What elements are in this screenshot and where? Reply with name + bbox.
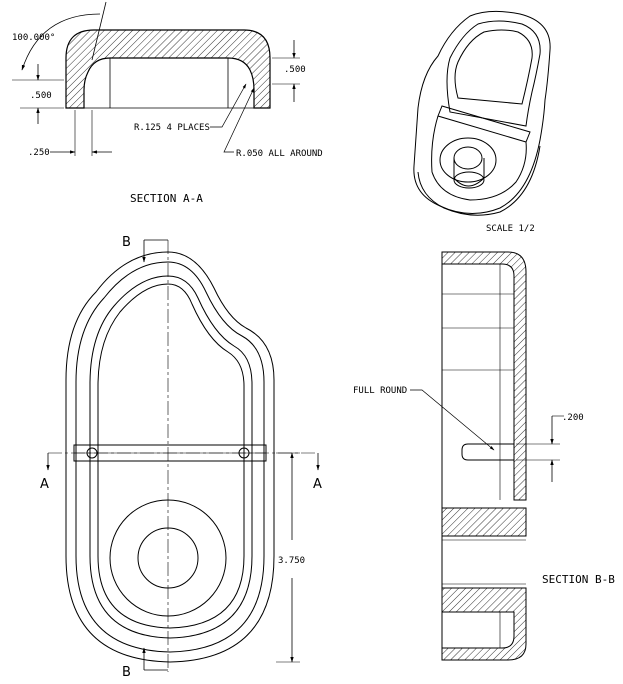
isometric-view [413, 10, 551, 216]
plan-view [65, 251, 275, 663]
cut-b-top-label: B [122, 235, 131, 250]
angle-dimension-label: 100.000° [12, 33, 55, 43]
wall-thickness-dimension-label: .250 [28, 148, 50, 158]
cut-b-bottom-label: B [122, 665, 131, 680]
top-thickness-dimension-label: .500 [284, 65, 306, 75]
radius-note-label: R.125 4 PLACES [134, 123, 210, 133]
cut-a-left-label: A [40, 477, 49, 492]
section-bb-view: FULL ROUND .200 SECTION B-B [353, 251, 615, 661]
fillet-note-label: R.050 ALL AROUND [236, 149, 323, 159]
iso-scale-label: SCALE 1/2 [486, 224, 535, 234]
section-aa-title: SECTION A-A [130, 192, 203, 205]
section-bb-title: SECTION B-B [542, 573, 615, 586]
cut-a-right-label: A [313, 477, 322, 492]
section-aa-body [65, 29, 271, 109]
section-aa-view: 100.000° .500 .500 .250 R.125 4 PLACES R… [12, 1, 323, 205]
height-dimension-label: .500 [30, 91, 52, 101]
length-dimension-label: 3.750 [278, 556, 305, 566]
slot-dimension-label: .200 [562, 413, 584, 423]
full-round-note-label: FULL ROUND [353, 386, 407, 396]
